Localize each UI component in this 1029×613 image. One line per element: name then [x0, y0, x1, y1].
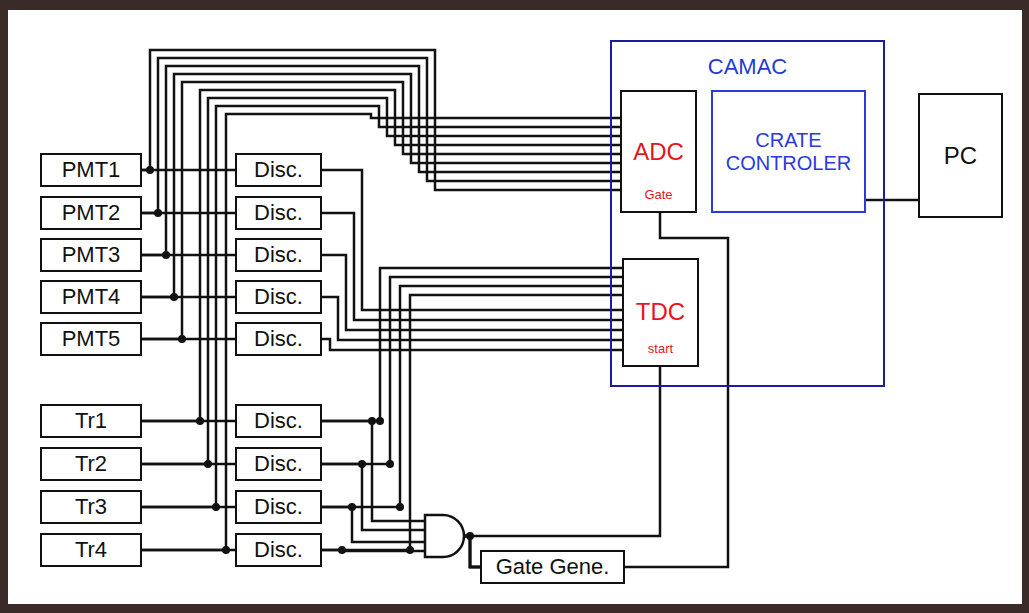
- signal-wire: [322, 255, 622, 330]
- junction-dot: [406, 546, 414, 554]
- tdc-module: TDC start: [622, 258, 699, 367]
- junction-dot: [212, 503, 220, 511]
- junction-dot: [170, 293, 178, 301]
- node-label: Disc.: [241, 326, 316, 351]
- signal-wire: [866, 199, 918, 202]
- camac-crate: CAMAC ADC Gate CRATE CONTROLER TDC start: [610, 40, 885, 387]
- signal-wire: [322, 295, 622, 550]
- node-label: Disc.: [241, 494, 316, 519]
- node-label: Disc.: [241, 451, 316, 476]
- junction-dot: [358, 460, 366, 468]
- junction-dot: [368, 417, 376, 425]
- node-label: Tr4: [46, 537, 136, 562]
- node-label: TDC: [628, 298, 693, 326]
- signal-wire: [322, 421, 480, 567]
- white-panel: [8, 10, 1022, 604]
- pc-box: PC: [918, 93, 1003, 218]
- node-label: Disc.: [241, 284, 316, 309]
- node-label: CAMAC: [616, 54, 879, 79]
- junction-dot: [338, 546, 346, 554]
- signal-wire: [322, 213, 622, 320]
- signal-wire: [322, 507, 480, 567]
- signal-wire: [322, 277, 622, 464]
- junction-dot: [154, 209, 162, 217]
- pmt-box: PMT5: [40, 322, 142, 356]
- and-gate-symbol: [425, 515, 464, 557]
- node-label: CRATE CONTROLER: [717, 129, 860, 175]
- node-label: Disc.: [241, 408, 316, 433]
- signal-wire: [322, 268, 622, 421]
- pmt-box: PMT3: [40, 238, 142, 272]
- signal-wire: [322, 170, 622, 310]
- signal-wire: [322, 286, 622, 507]
- gate-generator-box: Gate Gene.: [480, 550, 625, 584]
- port-label: Gate: [626, 188, 691, 203]
- junction-dot: [178, 335, 186, 343]
- junction-dot: [376, 417, 384, 425]
- node-label: Tr3: [46, 494, 136, 519]
- node-label: Disc.: [241, 157, 316, 182]
- crate-controller-module: CRATE CONTROLER: [711, 90, 866, 213]
- junction-dot: [146, 166, 154, 174]
- pmt-box: PMT4: [40, 280, 142, 314]
- pmt-box: PMT2: [40, 196, 142, 230]
- trigger-counter-box: Tr1: [40, 404, 142, 438]
- node-label: PMT5: [46, 326, 136, 351]
- node-label: Disc.: [241, 537, 316, 562]
- node-label: PMT2: [46, 200, 136, 225]
- junction-dot: [162, 251, 170, 259]
- node-label: Disc.: [241, 242, 316, 267]
- signal-wire: [322, 339, 622, 350]
- node-label: Disc.: [241, 200, 316, 225]
- signal-wire: [142, 169, 235, 172]
- discriminator-box: Disc.: [235, 196, 322, 230]
- trigger-counter-box: Tr4: [40, 533, 142, 567]
- signal-wire: [322, 464, 480, 567]
- signal-wire: [322, 297, 622, 340]
- pmt-box: PMT1: [40, 153, 142, 187]
- junction-dot: [196, 417, 204, 425]
- junction-dot: [396, 503, 404, 511]
- discriminator-box: Disc.: [235, 153, 322, 187]
- node-label: PC: [924, 142, 997, 170]
- adc-module: ADC Gate: [620, 90, 697, 213]
- node-label: Tr1: [46, 408, 136, 433]
- discriminator-box: Disc.: [235, 280, 322, 314]
- junction-dot: [348, 503, 356, 511]
- junction-dot: [222, 546, 230, 554]
- discriminator-box: Disc.: [235, 238, 322, 272]
- signal-wire: [142, 66, 620, 255]
- signal-wire: [142, 74, 620, 297]
- node-label: Tr2: [46, 451, 136, 476]
- trigger-counter-box: Tr3: [40, 490, 142, 524]
- trigger-counter-box: Tr2: [40, 447, 142, 481]
- junction-dot: [466, 532, 474, 540]
- trigger-wire: [464, 367, 660, 536]
- node-label: ADC: [626, 138, 691, 166]
- discriminator-box: Disc.: [235, 404, 322, 438]
- junction-dot: [204, 460, 212, 468]
- node-label: PMT3: [46, 242, 136, 267]
- port-label: start: [628, 342, 693, 357]
- discriminator-box: Disc.: [235, 447, 322, 481]
- node-label: Gate Gene.: [486, 554, 619, 579]
- signal-wire: [142, 50, 620, 190]
- node-label: PMT1: [46, 157, 136, 182]
- discriminator-box: Disc.: [235, 533, 322, 567]
- discriminator-box: Disc.: [235, 322, 322, 356]
- discriminator-box: Disc.: [235, 490, 322, 524]
- junction-dot: [386, 460, 394, 468]
- node-label: PMT4: [46, 284, 136, 309]
